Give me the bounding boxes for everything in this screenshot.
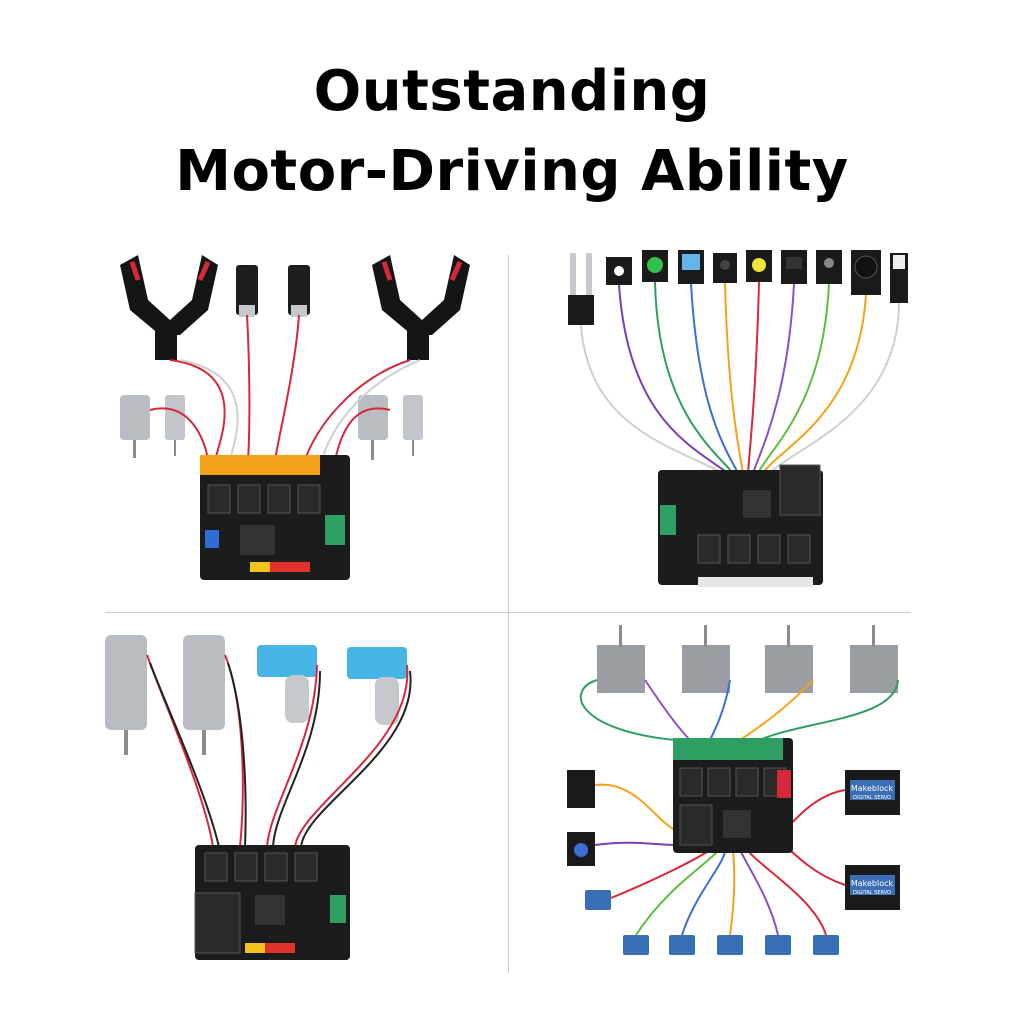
soil-moisture-sensor — [568, 253, 594, 325]
servo-brand-label-b: Makeblock — [851, 879, 894, 888]
sensor-small-b — [567, 832, 595, 866]
driver-board-top-left — [200, 455, 350, 580]
encoder-motor-b — [347, 647, 407, 725]
driver-board-bottom-right — [673, 738, 793, 853]
micro-servo-row — [585, 890, 839, 955]
servo-sub-label-b: DIGITAL SERVO — [853, 890, 891, 896]
sensor-module-7 — [816, 250, 842, 284]
dc-motor-large-b — [183, 635, 225, 755]
title-line-1: Outstanding — [313, 59, 711, 124]
driver-board-top-right — [658, 464, 823, 587]
dc-motor-b — [165, 395, 185, 456]
dc-motor-a — [120, 395, 150, 458]
servo-sub-label-a: DIGITAL SERVO — [853, 795, 891, 801]
dc-motor-large-a — [105, 635, 147, 755]
dc-motor-c — [358, 395, 388, 460]
stepper-motor-b — [682, 625, 730, 693]
sensor-module-1 — [606, 257, 632, 285]
sensor-module-2 — [642, 250, 668, 282]
stepper-servo-illustration: Makeblock DIGITAL SERVO Makeblock DIGITA… — [567, 625, 900, 955]
sensor-small-a — [567, 770, 595, 808]
sensor-module-3 — [678, 250, 704, 284]
dc-motor-d — [403, 395, 423, 456]
gear-motor-top-b — [288, 265, 310, 317]
servo-brand-label-a: Makeblock — [851, 784, 894, 793]
sensor-module-4 — [713, 253, 737, 283]
title-line-2: Motor-Driving Ability — [175, 139, 849, 204]
sensor-module-5 — [746, 250, 772, 282]
driver-board-bottom-left — [194, 845, 350, 960]
dc-motor-gripper-setup — [100, 250, 500, 595]
stepper-motor-a — [597, 625, 645, 693]
robot-gripper-right — [372, 255, 470, 360]
vertical-divider — [508, 255, 509, 973]
encoder-motor-setup — [95, 625, 495, 970]
stepper-motor-c — [765, 625, 813, 693]
sensor-module-8 — [851, 250, 881, 295]
sensor-module-illustration — [568, 250, 908, 587]
digital-servo-a: Makeblock DIGITAL SERVO — [845, 770, 900, 815]
stepper-motor-d — [850, 625, 898, 693]
sensor-module-6 — [781, 250, 807, 284]
encoder-motor-illustration — [105, 635, 412, 960]
horizontal-divider — [105, 612, 911, 613]
stepper-servo-setup: Makeblock DIGITAL SERVO Makeblock DIGITA… — [545, 620, 925, 980]
robot-gripper-left — [120, 255, 218, 360]
page-title: Outstanding Motor-Driving Ability — [0, 52, 1024, 212]
digital-servo-b: Makeblock DIGITAL SERVO — [845, 865, 900, 910]
dc-motor-gripper-illustration — [120, 255, 470, 580]
gear-motor-top-a — [236, 265, 258, 317]
encoder-motor-a — [257, 645, 317, 723]
sensor-module-9 — [890, 253, 908, 303]
sensor-module-setup — [548, 245, 928, 595]
